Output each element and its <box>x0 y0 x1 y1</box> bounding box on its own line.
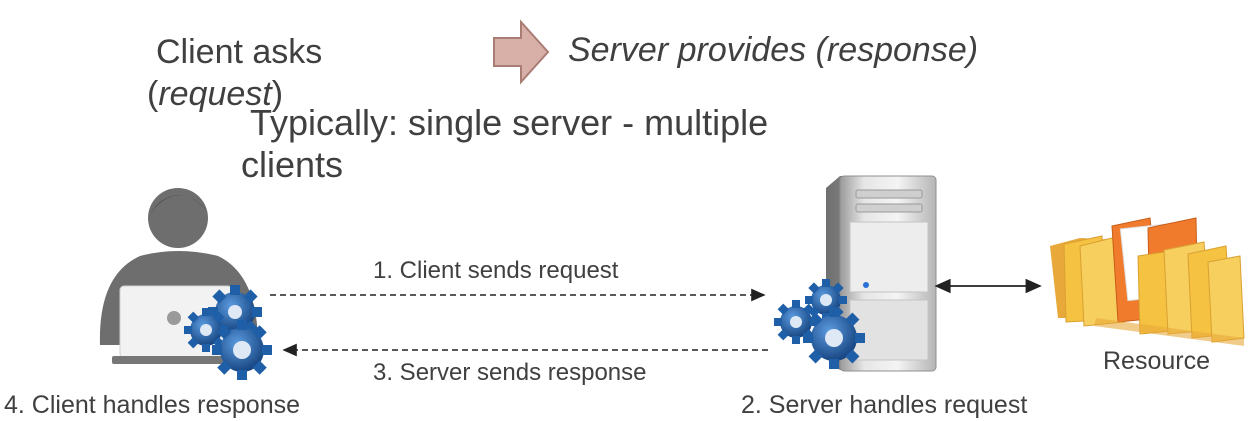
step-1-label: 1. Client sends request <box>373 257 619 284</box>
block-arrow-right-icon <box>493 19 550 85</box>
resource-label: Resource <box>1103 347 1210 375</box>
client-asks-label: Client asks <box>156 33 323 71</box>
folders-icon <box>1050 217 1245 346</box>
request-word: request <box>158 75 272 113</box>
step-4-label: 4. Client handles response <box>4 391 301 419</box>
request-open-paren: ( <box>147 75 159 113</box>
request-label: (request) <box>147 75 283 114</box>
server-tower-icon <box>826 175 937 372</box>
note-line-1: Typically: single server - multiple <box>250 102 769 143</box>
client-gears-icon <box>184 285 272 380</box>
server-provides-label: Server provides (response) <box>568 31 979 69</box>
step-2-label: 2. Server handles request <box>741 391 1028 419</box>
step-3-label: 3. Server sends response <box>373 359 647 386</box>
request-close-paren: ) <box>271 75 284 113</box>
note-line-2: clients <box>241 144 344 185</box>
